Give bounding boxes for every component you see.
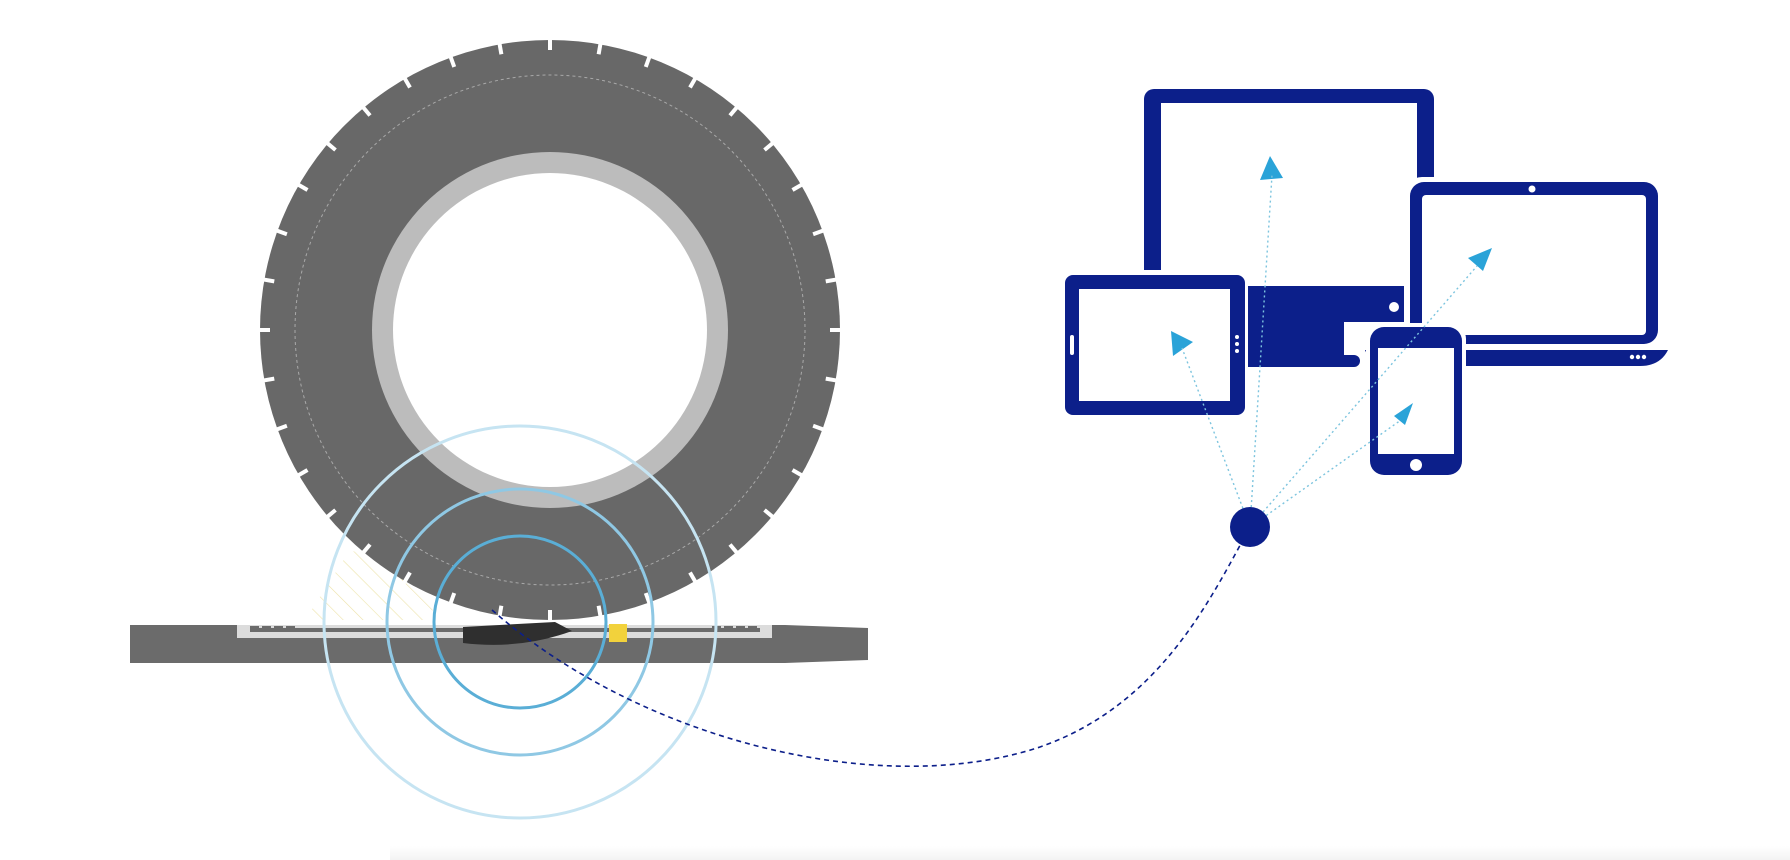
tread-notch xyxy=(262,277,275,284)
tread-notch xyxy=(812,423,826,432)
device-links xyxy=(1181,174,1478,528)
tread-notch xyxy=(825,376,838,383)
arrow-icon xyxy=(1468,248,1492,271)
signal-wave-inner xyxy=(432,534,608,710)
laptop-indicator xyxy=(1635,354,1641,360)
tread-notch xyxy=(825,277,838,284)
tread-notch xyxy=(643,592,652,606)
tire-icon xyxy=(258,38,842,622)
rail-segment xyxy=(274,626,283,632)
tread-notch xyxy=(448,54,457,68)
arrow-icon xyxy=(1171,331,1193,356)
monitor-power-dot xyxy=(1389,302,1399,312)
sensor-marker xyxy=(609,624,627,642)
tread-notch xyxy=(402,76,412,89)
monitor-neck xyxy=(1244,320,1344,360)
laptop-camera xyxy=(1528,185,1536,193)
signal-wave-outer xyxy=(322,424,718,820)
tread-notch xyxy=(688,76,698,89)
smartphone-icon xyxy=(1366,323,1466,479)
laptop-indicator xyxy=(1641,354,1647,360)
monitor-screen xyxy=(1161,103,1417,286)
rail-segment xyxy=(286,626,295,632)
tread-notch xyxy=(728,543,740,555)
tread-notch xyxy=(812,228,826,237)
tablet-screen xyxy=(1079,289,1230,401)
rail-segment xyxy=(736,626,745,632)
link-to-tablet xyxy=(1181,347,1251,528)
tread-notch xyxy=(296,468,309,478)
rail-segment xyxy=(262,626,271,632)
tread-notches xyxy=(258,38,842,622)
rail-segment xyxy=(250,626,259,632)
receiver-hub-icon xyxy=(1230,507,1270,547)
arrow-icon xyxy=(1394,403,1413,425)
rail-segment xyxy=(724,626,733,632)
tread-notch xyxy=(274,423,288,432)
tablet-sensor-dot xyxy=(1235,342,1239,346)
tread-notch xyxy=(791,182,804,192)
tread-notch xyxy=(596,605,603,618)
tablet-sensor-dot xyxy=(1235,335,1239,339)
tread-notch xyxy=(360,105,372,117)
signal-wave-middle xyxy=(385,487,655,757)
tread-notch xyxy=(688,571,698,584)
tread-notch xyxy=(763,508,775,520)
tread-notch xyxy=(497,42,504,55)
tablet-sensor-dot xyxy=(1235,349,1239,353)
tread-notch xyxy=(274,228,288,237)
phone-home-button xyxy=(1410,459,1422,471)
monitor-base xyxy=(1214,355,1360,367)
tread-notch xyxy=(448,592,457,606)
tread-notch xyxy=(728,105,740,117)
tire-guide-ring xyxy=(294,74,806,586)
bottom-shade xyxy=(390,846,1790,860)
laptop-icon xyxy=(1365,177,1668,366)
tread-notch xyxy=(643,54,652,68)
sensor-icon xyxy=(463,622,627,645)
tread-notch xyxy=(325,140,337,152)
tread-notch xyxy=(402,571,412,584)
tire-hub-opening xyxy=(393,173,707,487)
link-to-monitor xyxy=(1249,174,1273,528)
monitor-icon xyxy=(1144,89,1434,367)
link-to-phone xyxy=(1249,419,1402,528)
road-surface-tip xyxy=(785,625,868,663)
tread-notch xyxy=(763,140,775,152)
laptop-indicator xyxy=(1629,354,1635,360)
tread-notch xyxy=(791,468,804,478)
tread-notch xyxy=(325,508,337,520)
devices-group xyxy=(1062,89,1668,479)
tablet-icon xyxy=(1062,270,1248,420)
tread-notch xyxy=(296,182,309,192)
rail-segment xyxy=(748,626,757,632)
arrow-icon xyxy=(1260,156,1283,180)
contact-patch-sensor xyxy=(463,622,572,645)
tablet-home-button xyxy=(1070,335,1074,355)
data-transmission-path xyxy=(491,526,1251,768)
signal-waves-icon xyxy=(322,424,718,820)
laptop-screen xyxy=(1422,195,1646,335)
tread-notch xyxy=(596,42,603,55)
tread-notch xyxy=(262,376,275,383)
tread-notch xyxy=(360,543,372,555)
phone-screen xyxy=(1378,348,1454,454)
